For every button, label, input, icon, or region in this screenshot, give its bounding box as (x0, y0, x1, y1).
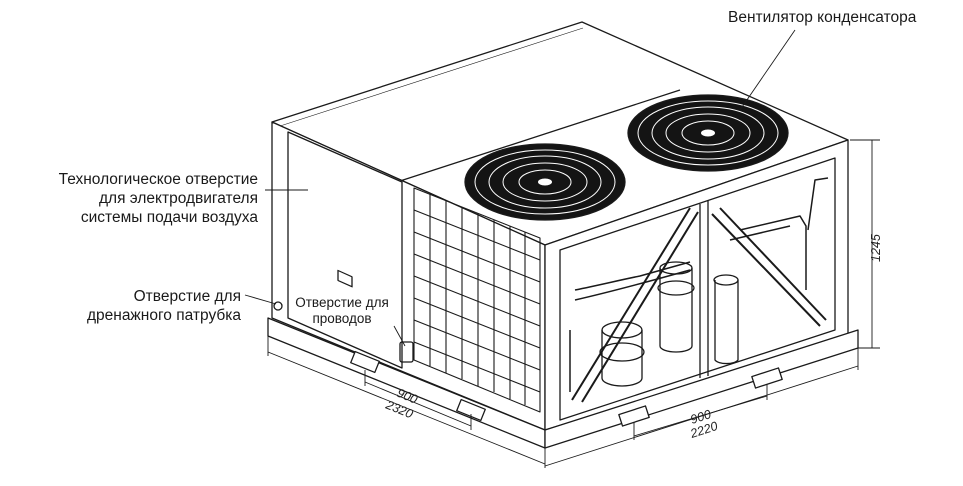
coil-braces (571, 207, 827, 403)
wiring-hole (399, 341, 414, 363)
drain-line-2: дренажного патрубка (86, 307, 241, 324)
label-drain-opening: Отверстие для дренажного патрубка (87, 287, 241, 325)
service-opening-line-1: Технологическое отверстие (58, 171, 258, 188)
service-panel (287, 131, 403, 369)
dimension-lines (267, 139, 880, 468)
drain-line-1: Отверстие для (133, 288, 241, 305)
leader-lines (244, 29, 796, 347)
compressor-bay (559, 157, 836, 421)
roof-divider (399, 89, 681, 182)
condenser-fan-left (464, 143, 626, 221)
label-service-opening: Технологическое отверстие для электродви… (59, 170, 258, 227)
service-opening-line-2: для электродвигателя (99, 190, 258, 207)
wiring-line-1: Отверстие для (295, 295, 389, 310)
label-wiring-opening: Отверстие для проводов (286, 295, 398, 327)
dim-height: 1245 (869, 234, 883, 262)
service-label-plate (337, 269, 353, 288)
wiring-line-2: проводов (312, 311, 372, 326)
condenser-fan-right (627, 94, 789, 172)
condenser-coil-grid (413, 187, 541, 413)
refrigerant-piping (569, 177, 829, 392)
label-condenser-fan: Вентилятор конденсатора (728, 9, 917, 26)
lifting-slots (350, 350, 783, 427)
compressor-right (657, 261, 695, 353)
dim-right-inner: 900 (689, 407, 713, 427)
compressor-left (599, 321, 645, 387)
service-opening-line-3: системы подачи воздуха (80, 209, 258, 226)
drain-stub (273, 301, 283, 311)
